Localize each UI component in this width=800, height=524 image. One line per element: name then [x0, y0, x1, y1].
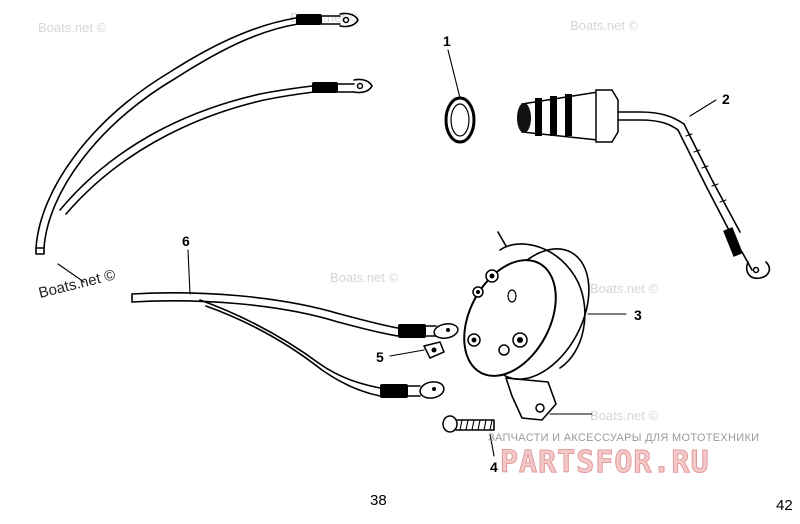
nut	[422, 341, 445, 359]
watermark: Boats.net ©	[38, 20, 107, 35]
lower-wire-harness	[131, 292, 459, 399]
watermark-label: Boats.net ©	[37, 266, 117, 302]
leader-lines	[57, 49, 717, 457]
callout-1: 1	[443, 33, 451, 49]
mounting-screw	[442, 415, 495, 433]
promo-brand: PARTSFOR.RU	[500, 445, 710, 480]
callout-4: 4	[490, 459, 498, 475]
watermark: Boats.net ©	[330, 270, 399, 285]
callout-3: 3	[634, 307, 642, 323]
upper-wire-harness	[35, 12, 373, 255]
callout-2: 2	[722, 91, 730, 107]
callout-5: 5	[376, 349, 384, 365]
lamp-socket-with-lead	[517, 89, 771, 280]
watermark: Boats.net ©	[590, 281, 659, 296]
retaining-ring	[444, 96, 476, 144]
watermark: Boats.net ©	[590, 408, 659, 423]
page-number-left: 38	[370, 492, 387, 509]
gauge-body	[463, 231, 593, 421]
callout-6: 6	[182, 233, 190, 249]
promo-tagline: ЗАПЧАСТИ И АКСЕССУАРЫ ДЛЯ МОТОТЕХНИКИ	[488, 432, 759, 444]
watermark: Boats.net ©	[570, 18, 639, 33]
page-number-right: 42	[776, 497, 793, 514]
